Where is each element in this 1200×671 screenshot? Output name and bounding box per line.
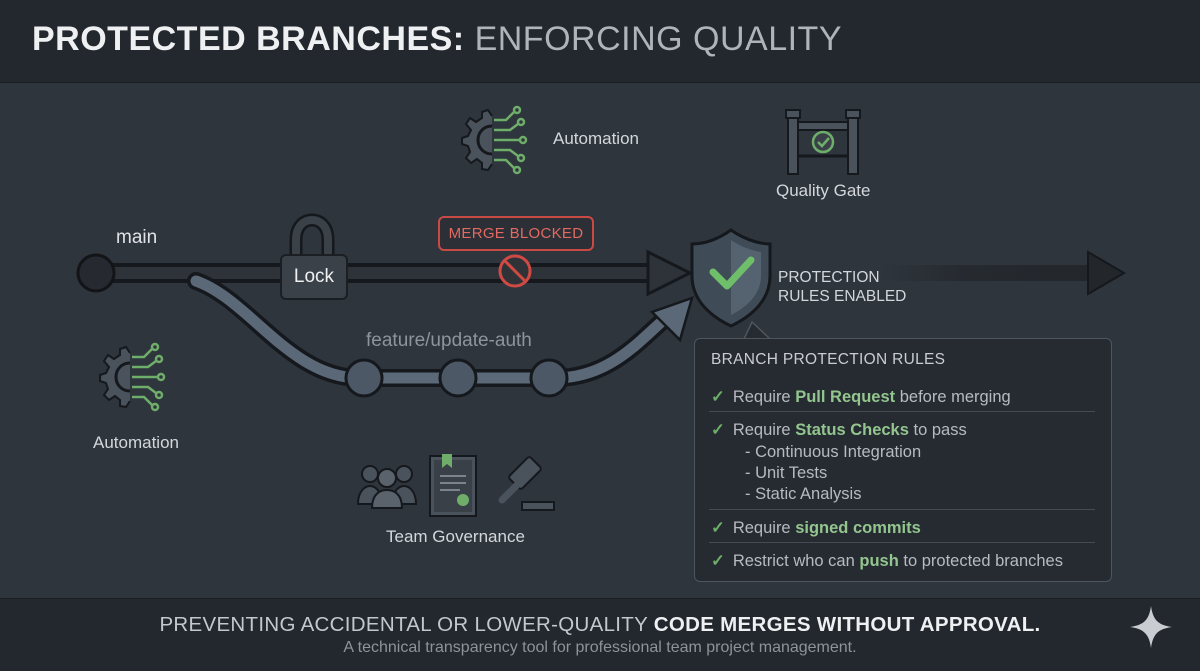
diagram-canvas: main feature/update-auth Automation Auto… bbox=[0, 82, 1200, 598]
footer-headline-text: PREVENTING ACCIDENTAL OR LOWER-QUALITY bbox=[159, 613, 654, 636]
quality-gate-label: Quality Gate bbox=[776, 181, 871, 200]
padlock-icon bbox=[289, 213, 335, 256]
main-continuation-arrow bbox=[880, 250, 1126, 296]
automation-label: Automation bbox=[553, 129, 639, 148]
gavel-icon bbox=[498, 456, 555, 511]
check-icon: ✓ bbox=[711, 519, 725, 537]
main-start-node bbox=[76, 253, 116, 293]
feature-commit-node bbox=[438, 358, 478, 398]
lock-badge: Lock bbox=[280, 254, 348, 300]
rule-text: Require bbox=[732, 421, 796, 439]
protection-line: RULES ENABLED bbox=[778, 288, 907, 305]
branch-protection-rules-panel: BRANCH PROTECTION RULES ✓ Require Pull Re… bbox=[694, 338, 1112, 582]
feature-commit-node bbox=[529, 358, 569, 398]
rule-emphasis: Pull Request bbox=[795, 388, 896, 406]
team-icon bbox=[356, 465, 418, 509]
subitem-text: Unit Tests bbox=[755, 464, 828, 482]
footer-subtitle: A technical transparency tool for profes… bbox=[343, 639, 857, 656]
title-light: ENFORCING QUALITY bbox=[474, 20, 843, 58]
main-branch-label: main bbox=[116, 227, 158, 248]
sparkle-icon bbox=[1130, 606, 1172, 648]
check-icon: ✓ bbox=[711, 552, 725, 570]
team-governance-label: Team Governance bbox=[386, 527, 525, 546]
rule-item: ✓ Restrict who can push to protected bran… bbox=[711, 551, 1063, 571]
header: PROTECTED BRANCHES: ENFORCING QUALITY bbox=[0, 0, 1200, 83]
title-strong: PROTECTED BRANCHES: bbox=[32, 20, 465, 58]
subitem-text: Static Analysis bbox=[755, 485, 862, 503]
feature-commit-node bbox=[344, 358, 384, 398]
subitem-text: Continuous Integration bbox=[755, 443, 922, 461]
document-icon bbox=[429, 454, 477, 517]
check-icon: ✓ bbox=[711, 421, 725, 439]
gate-icon bbox=[785, 109, 861, 175]
rule-text: to pass bbox=[908, 421, 967, 439]
footer: PREVENTING ACCIDENTAL OR LOWER-QUALITY C… bbox=[0, 598, 1200, 671]
rule-text: Require bbox=[732, 519, 796, 537]
rule-item: ✓ Require Pull Request before merging bbox=[711, 387, 1011, 407]
merge-blocked-badge: MERGE BLOCKED bbox=[438, 216, 594, 251]
rule-text: before merging bbox=[895, 388, 1011, 406]
automation-label: Automation bbox=[93, 433, 179, 452]
protection-status-label: PROTECTION RULES ENABLED bbox=[778, 268, 906, 306]
rule-text: Require bbox=[732, 388, 796, 406]
divider bbox=[709, 509, 1095, 510]
rule-text: Restrict who can bbox=[732, 552, 860, 570]
protection-line: PROTECTION bbox=[778, 269, 880, 286]
feature-branch-label: feature/update-auth bbox=[366, 330, 532, 351]
diagram-svg bbox=[76, 105, 1126, 517]
rule-subitem: - Continuous Integration bbox=[745, 443, 922, 461]
rule-subitem: - Static Analysis bbox=[745, 485, 862, 503]
rule-item: ✓ Require Status Checks to pass bbox=[711, 420, 967, 440]
footer-headline-emphasis: CODE MERGES WITHOUT APPROVAL. bbox=[653, 613, 1041, 636]
rules-panel-title: BRANCH PROTECTION RULES bbox=[711, 351, 946, 368]
shield-check-icon bbox=[690, 228, 772, 328]
rule-emphasis: Status Checks bbox=[795, 421, 909, 439]
main-branch-line bbox=[86, 249, 694, 297]
rule-emphasis: push bbox=[859, 552, 899, 570]
page-title: PROTECTED BRANCHES: ENFORCING QUALITY bbox=[32, 20, 842, 59]
callout-pointer bbox=[742, 320, 772, 340]
rule-emphasis: signed commits bbox=[795, 519, 921, 537]
rule-item: ✓ Require signed commits bbox=[711, 518, 921, 538]
no-entry-icon bbox=[498, 254, 532, 288]
rule-text: to protected branches bbox=[898, 552, 1063, 570]
check-icon: ✓ bbox=[711, 388, 725, 406]
gear-circuit-icon bbox=[99, 342, 166, 412]
rule-subitem: - Unit Tests bbox=[745, 464, 828, 482]
divider bbox=[709, 411, 1095, 412]
footer-headline: PREVENTING ACCIDENTAL OR LOWER-QUALITY C… bbox=[0, 613, 1200, 637]
divider bbox=[709, 542, 1095, 543]
gear-circuit-icon bbox=[461, 105, 528, 175]
